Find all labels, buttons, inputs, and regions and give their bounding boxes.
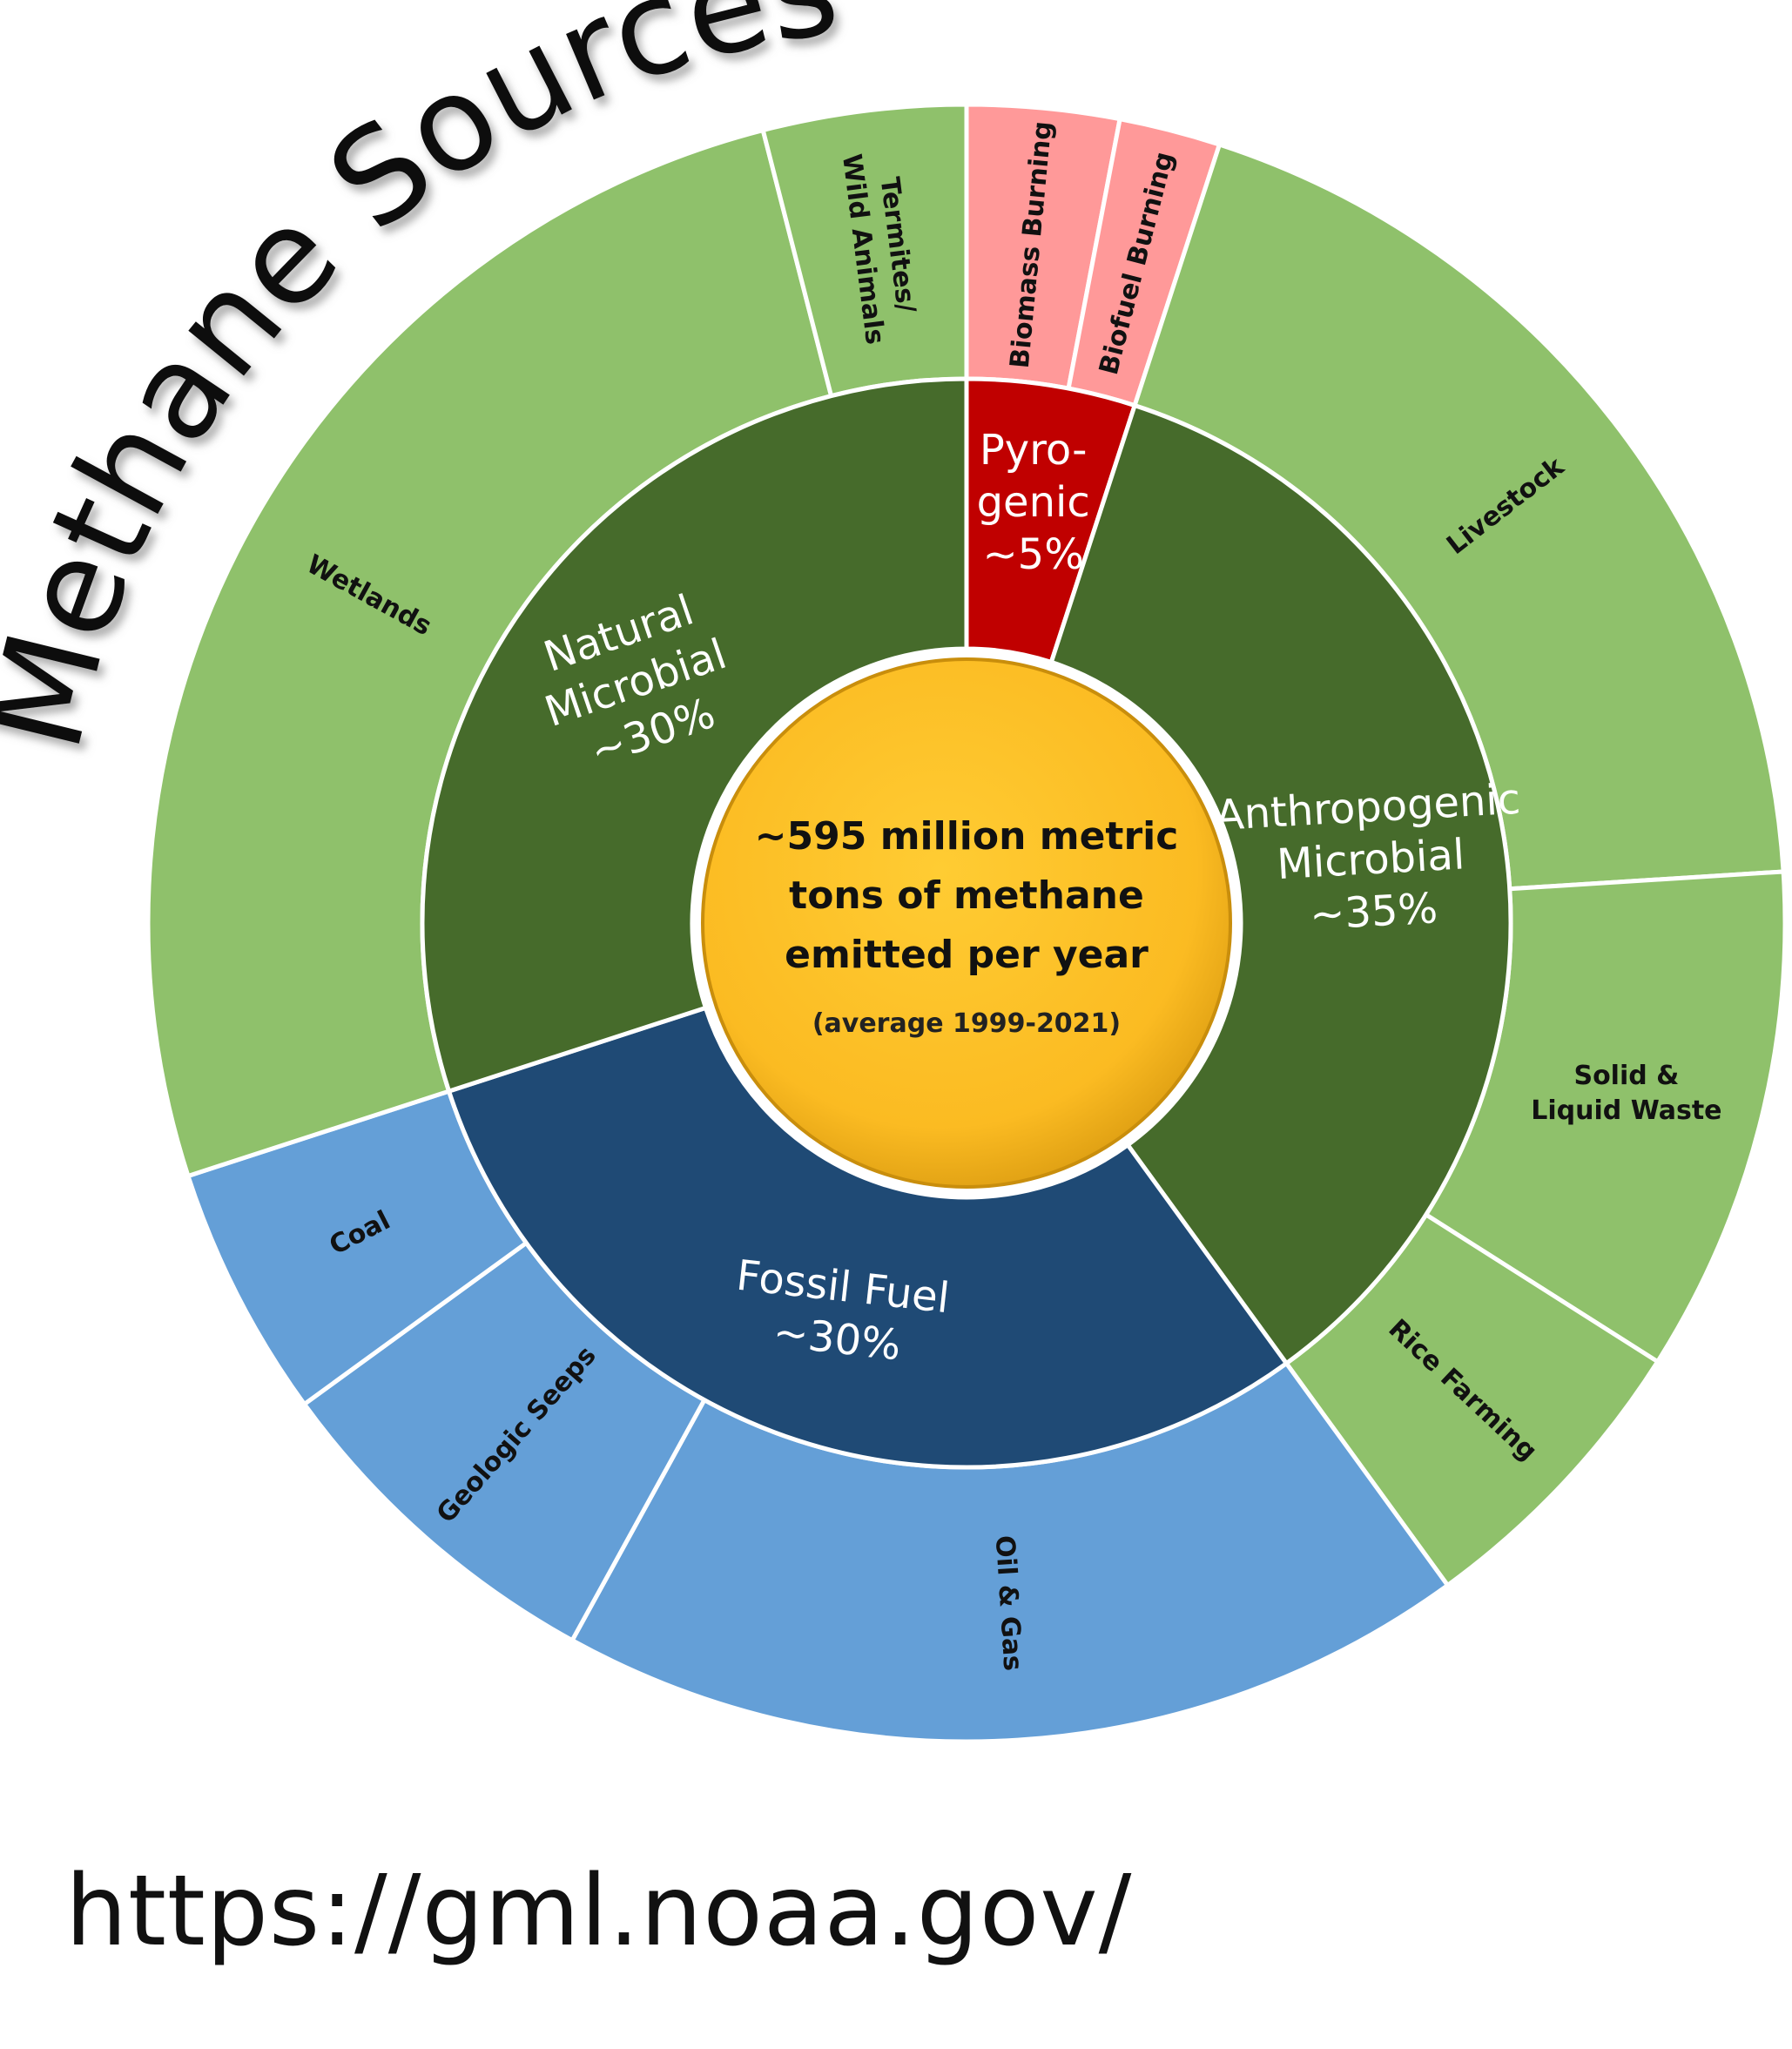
center-total-circle xyxy=(701,657,1232,1189)
outer-label-solid-liquid-waste: Solid &Liquid Waste xyxy=(1531,1061,1721,1126)
source-url: https://gml.noaa.gov/ xyxy=(65,1855,1133,1968)
center-period-note: (average 1999-2021) xyxy=(812,1008,1121,1039)
inner-label-pyrogenic: Pyro-genic~5% xyxy=(977,426,1090,579)
